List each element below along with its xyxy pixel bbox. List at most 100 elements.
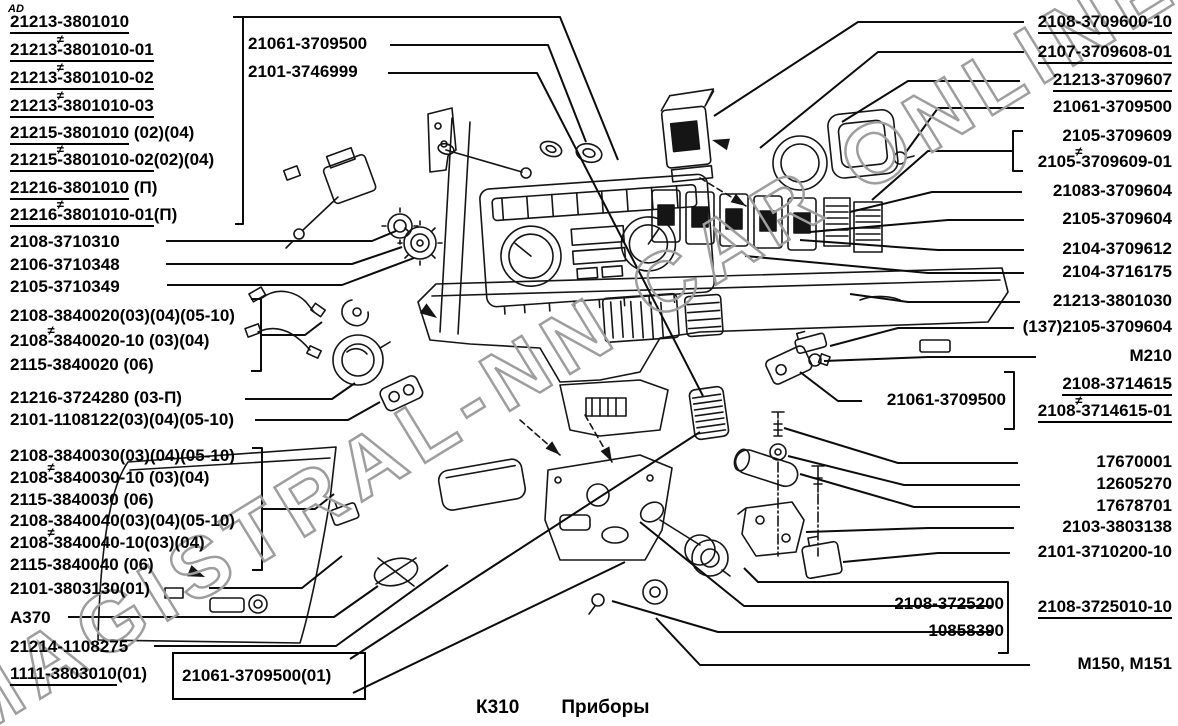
leader-lines [68,16,1036,694]
caption-code: К310 [476,697,520,718]
part-number: 21216-3801010-01≠ [10,197,154,227]
part-number: 2115-3840030 [10,490,119,509]
part-number: 21213-3801030 [1052,291,1172,310]
part-label: 21213-3801010 [10,12,130,34]
part-label: 2108-3840020-10≠ (03)(04) [10,323,210,351]
part-number: М150, М151 [1077,654,1173,673]
part-label: 2108-3714615-01≠ [1037,393,1172,423]
part-label: 2101-3710200-10 [1038,542,1172,562]
part-suffix: (02)(04) [129,123,195,142]
not-equal-mark: ≠ [56,197,64,212]
part-label: 2105-3709609 [1062,126,1172,146]
part-number: 2108-3725010-10 [1037,597,1172,619]
part-number: 2101-3710200-10 [1037,542,1172,561]
part-label: 21213-3801030 [1053,291,1172,311]
part-label: 21061-3709500 [248,34,367,54]
part-number: 21213-3801010-03≠ [10,88,154,118]
part-suffix: (03)(04) [144,533,205,552]
part-number: 21061-3709500 [248,34,368,53]
part-number: 2103-3803138 [1062,517,1172,536]
part-suffix: (03)(04)(05-10) [118,410,234,429]
part-number: 21083-3709604 [1052,181,1172,200]
part-number: 2108-3840030 [10,446,120,465]
part-number: 2101-3746999 [248,62,358,81]
part-label: 2103-3803138 [1062,517,1172,537]
part-number: 2105-3710349 [10,277,120,296]
part-label: 2108-3725200 [894,594,1004,614]
not-equal-mark: ≠ [47,323,55,338]
part-number: 2108-3709600-10 [1037,12,1172,34]
part-label: 2107-3709608-01 [1037,42,1172,64]
part-label: 21216-3724280 (03-П) [10,388,182,408]
part-label: 12605270 [1096,474,1172,494]
part-number: 21214-1108275 [10,637,129,656]
part-label: М210 [1129,346,1172,366]
not-equal-mark: ≠ [56,142,64,157]
part-number: 2101-1108122 [10,410,119,429]
part-label: 2105-3710349 [10,277,120,297]
part-number: 21215-3801010 [10,123,130,145]
part-suffix: (03)(04) [144,331,210,350]
part-label: 2105-3709604 [1062,209,1172,229]
part-suffix: (П) [129,178,158,197]
part-label: 21215-3801010 (02)(04) [10,123,194,145]
part-number: 2115-3840040 [10,555,119,574]
part-number: А370 [10,608,51,627]
not-equal-mark: ≠ [56,60,64,75]
part-suffix: (02)(04) [153,150,215,169]
part-number: 2107-3709608-01 [1037,42,1172,64]
part-label: 2108-3725010-10 [1037,597,1172,619]
part-label: 21213-3801010-01≠ [10,32,154,62]
not-equal-mark: ≠ [56,88,64,103]
part-number: 2108-3725200 [894,594,1004,613]
part-label: 21215-3801010-02≠(02)(04) [10,142,215,172]
part-label: 17670001 [1096,452,1172,472]
part-label: 17678701 [1096,496,1172,516]
part-label: 2101-3746999 [248,62,358,82]
part-number: 1111-3803010 [10,664,117,686]
part-number: 21216-3801010 [10,178,130,200]
part-label: 2101-3803130(01) [10,579,150,599]
part-label: 2108-3840030(03)(04)(05-10) [10,446,235,466]
part-number: М210 [1129,346,1172,365]
not-equal-mark: ≠ [1074,144,1083,159]
not-equal-mark: ≠ [47,525,55,540]
part-label: 21213-3709607 [1052,70,1172,92]
part-suffix: (03)(04) [144,468,210,487]
part-label: 2108-3840040-10≠(03)(04) [10,525,205,553]
part-number: 21213-3801010 [10,12,130,34]
part-label: 2108-3709600-10 [1037,12,1172,34]
part-label: 21083-3709604 [1053,181,1172,201]
part-number: 2108-3840020-10≠ [10,323,145,350]
part-number: 2104-3709612 [1062,239,1172,258]
part-label: 21061-3709500 [887,390,1006,410]
part-label: 2115-3840040 (06) [10,555,154,575]
part-suffix: (06) [118,490,154,509]
part-suffix: (03)(04)(05-10) [119,306,235,325]
not-equal-mark: ≠ [56,32,64,47]
part-number: 12605270 [1096,474,1172,493]
part-label: 21061-3709500 [1053,97,1172,117]
part-number: 17678701 [1096,496,1172,515]
part-label: 2115-3840020 (06) [10,355,154,375]
part-label: 2115-3840030 (06) [10,490,154,510]
part-number: 21061-3709500(01) [182,666,332,685]
part-number: 21213-3801010-01≠ [10,32,154,62]
part-number: 2108-3840040-10≠ [10,525,145,552]
part-number: 21061-3709500 [886,390,1006,409]
part-label: 2104-3716175 [1062,262,1172,282]
part-number: 21213-3709607 [1052,70,1172,92]
boxed-part-label: 21061-3709500(01) [172,652,366,700]
part-label: 2108-3840040(03)(04)(05-10) [10,511,235,531]
part-suffix: (06) [118,555,154,574]
part-number: 2106-3710348 [10,255,120,274]
part-label: 21216-3801010-01≠(П) [10,197,177,227]
part-number: 2108-3714615-01≠ [1037,393,1172,423]
part-number: 10858390 [928,621,1004,640]
part-label: 2108-3840030-10≠ (03)(04) [10,460,210,488]
part-number: 2108-3710310 [10,232,120,251]
part-suffix: (06) [118,355,154,374]
part-number: 2108-3840030-10≠ [10,460,145,487]
corner-mark: AD [8,3,24,15]
